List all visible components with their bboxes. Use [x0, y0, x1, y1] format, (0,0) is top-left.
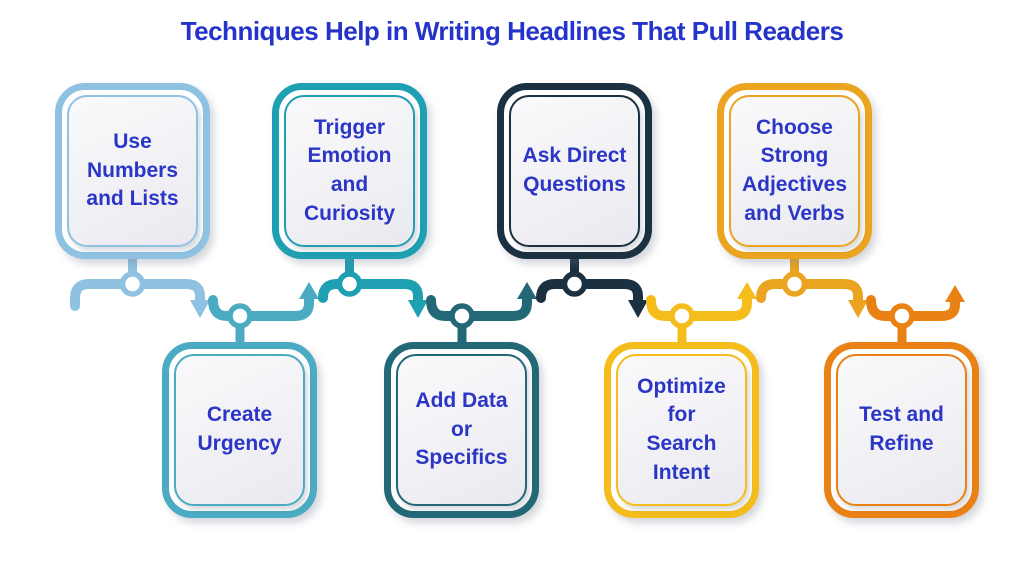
step-box-add-data-or-specifics: Add Data or Specifics [384, 342, 539, 518]
flow-segment-6 [646, 282, 757, 349]
connector-node [889, 303, 915, 329]
step-box-panel: Use Numbers and Lists [67, 95, 198, 247]
arrow-up-icon [737, 282, 757, 299]
arrow-down-icon [628, 300, 648, 318]
step-label: Ask Direct Questions [522, 144, 627, 196]
connector-node [561, 271, 588, 297]
flow-rail [756, 279, 863, 307]
step-label: Use Numbers and Lists [86, 130, 179, 211]
arrow-up-icon [299, 282, 319, 299]
arrow-down-icon [190, 300, 210, 318]
step-box-trigger-emotion-and-curiosity: Trigger Emotion and Curiosity [272, 83, 427, 259]
flow-rail [318, 279, 423, 307]
flow-rail [866, 295, 960, 321]
step-box-ask-direct-questions: Ask Direct Questions [497, 83, 652, 259]
flow-rail [646, 293, 752, 321]
step-box-optimize-for-search-intent: Optimize for Search Intent [604, 342, 759, 518]
flow-rail [208, 293, 314, 321]
connector-node [336, 271, 363, 297]
step-box-panel: Choose Strong Adjectives and Verbs [729, 95, 860, 247]
arrow-up-icon [517, 282, 537, 299]
arrow-down-icon [848, 300, 868, 318]
step-box-panel: Ask Direct Questions [509, 95, 640, 247]
flow-segment-7 [756, 251, 868, 318]
arrow-down-icon [408, 300, 428, 318]
connector-node [781, 271, 808, 297]
connector-node [449, 303, 475, 329]
flow-segment-1 [70, 251, 210, 318]
step-box-panel: Trigger Emotion and Curiosity [284, 95, 415, 247]
flow-segment-5 [536, 251, 648, 318]
step-label: Create Urgency [197, 403, 282, 455]
step-box-panel: Add Data or Specifics [396, 354, 527, 506]
connector-node [119, 271, 146, 297]
step-box-panel: Optimize for Search Intent [616, 354, 747, 506]
flow-segment-3 [318, 251, 428, 318]
step-box-choose-strong-adjectives-and-verbs: Choose Strong Adjectives and Verbs [717, 83, 872, 259]
flow-segment-8 [866, 285, 965, 349]
step-label: Trigger Emotion and Curiosity [303, 115, 395, 225]
step-label: Test and Refine [859, 403, 944, 455]
connector-node [227, 303, 253, 329]
step-label: Optimize for Search Intent [637, 374, 726, 484]
connector-node [669, 303, 695, 329]
flow-rail [426, 293, 532, 321]
page-title: Techniques Help in Writing Headlines Tha… [180, 16, 844, 46]
step-box-test-and-refine: Test and Refine [824, 342, 979, 518]
flow-segment-2 [208, 282, 319, 349]
step-box-create-urgency: Create Urgency [162, 342, 317, 518]
step-label: Add Data or Specifics [415, 389, 508, 470]
arrow-up-icon [945, 285, 965, 302]
flow-rail [536, 279, 643, 307]
step-label: Choose Strong Adjectives and Verbs [741, 115, 848, 225]
flow-segment-4 [426, 282, 537, 349]
step-box-use-numbers-and-lists: Use Numbers and Lists [55, 83, 210, 259]
step-box-panel: Test and Refine [836, 354, 967, 506]
step-box-panel: Create Urgency [174, 354, 305, 506]
